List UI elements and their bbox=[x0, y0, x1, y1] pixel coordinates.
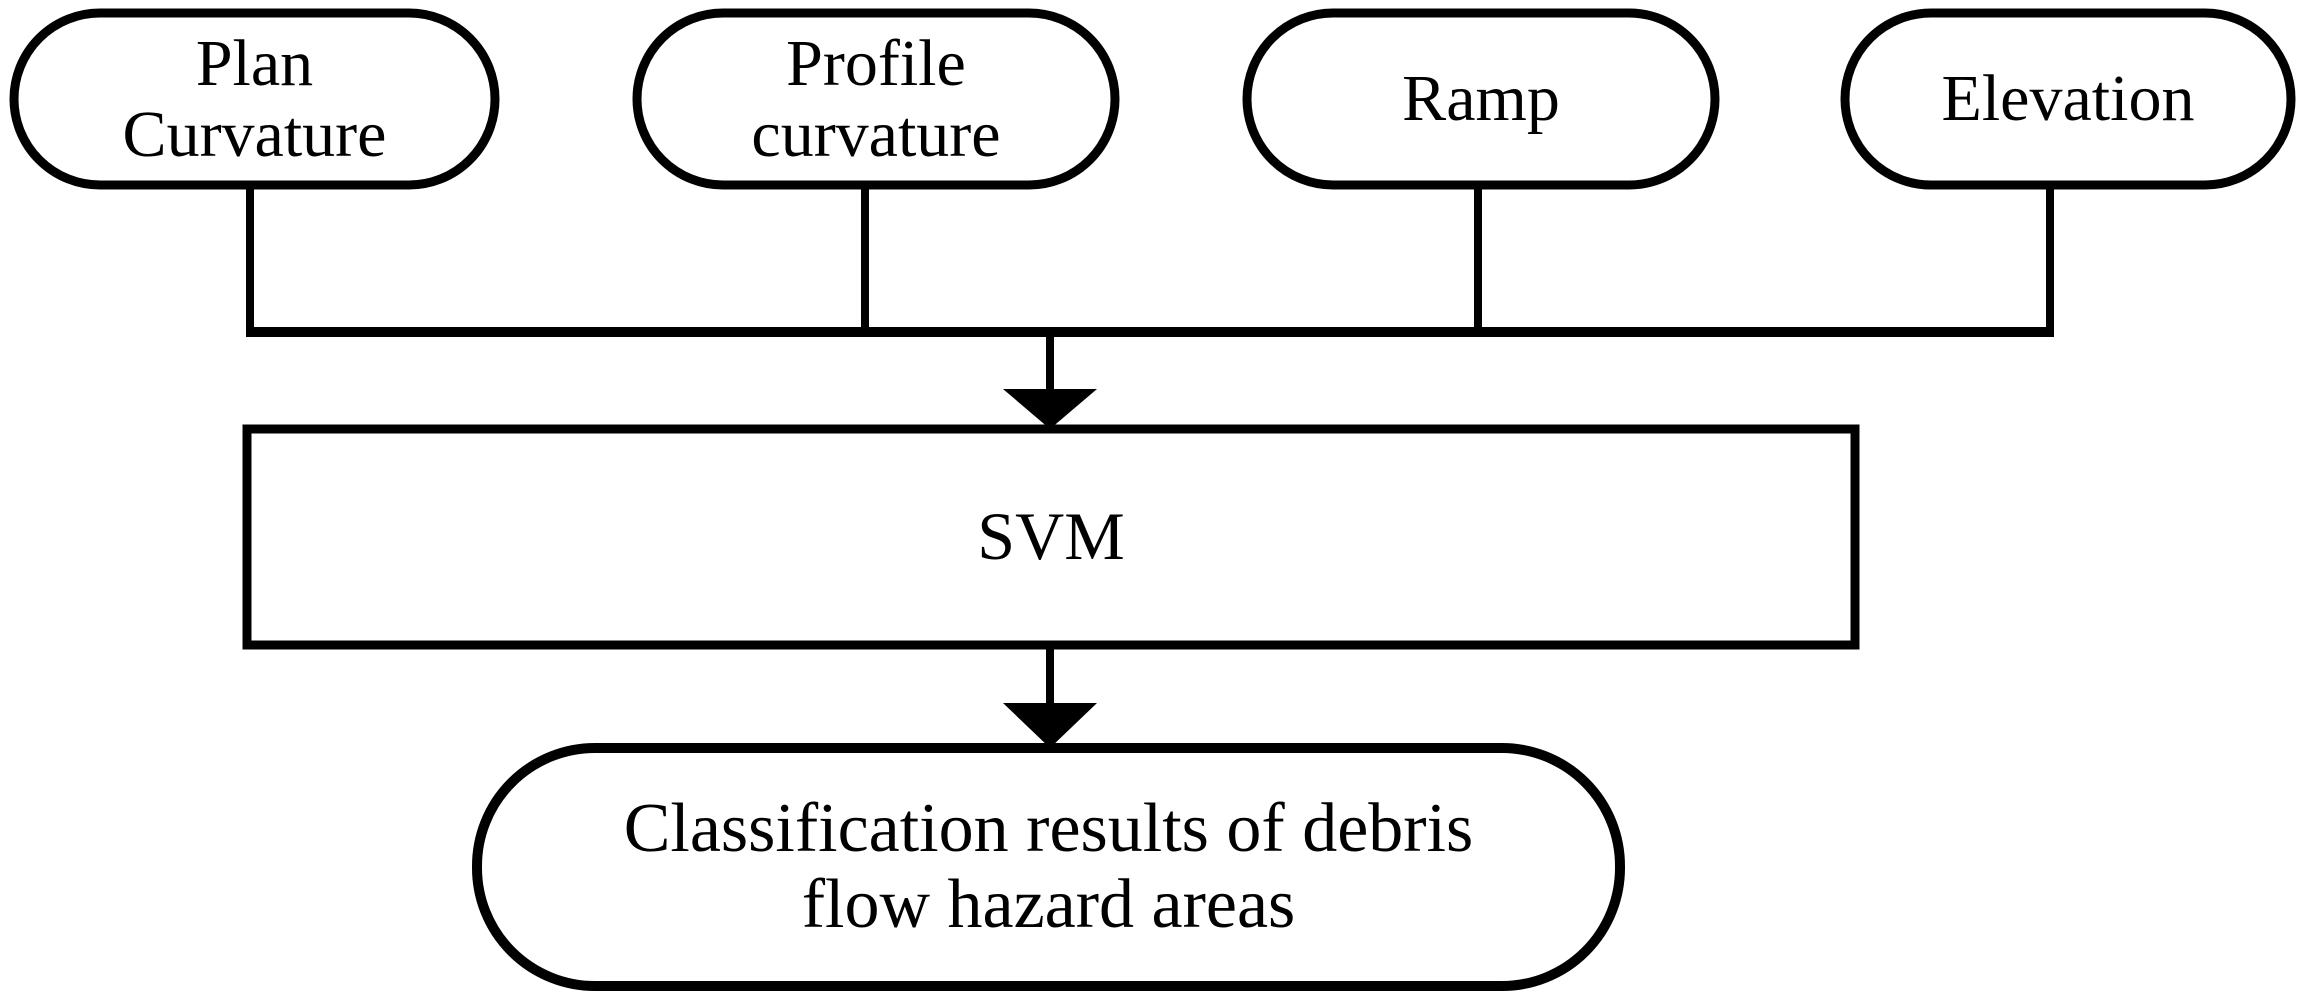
node-elevation[interactable] bbox=[1840, 8, 2296, 190]
connector-bus-to-svm-arrowhead bbox=[1003, 389, 1097, 429]
node-ramp[interactable] bbox=[1242, 8, 1720, 190]
node-profile-curvature[interactable] bbox=[632, 8, 1120, 190]
connector-svm-to-result-arrowhead bbox=[1003, 703, 1097, 748]
node-plan-curvature[interactable] bbox=[9, 8, 500, 190]
node-classification-results[interactable] bbox=[472, 743, 1625, 991]
node-svm[interactable] bbox=[242, 424, 1860, 650]
